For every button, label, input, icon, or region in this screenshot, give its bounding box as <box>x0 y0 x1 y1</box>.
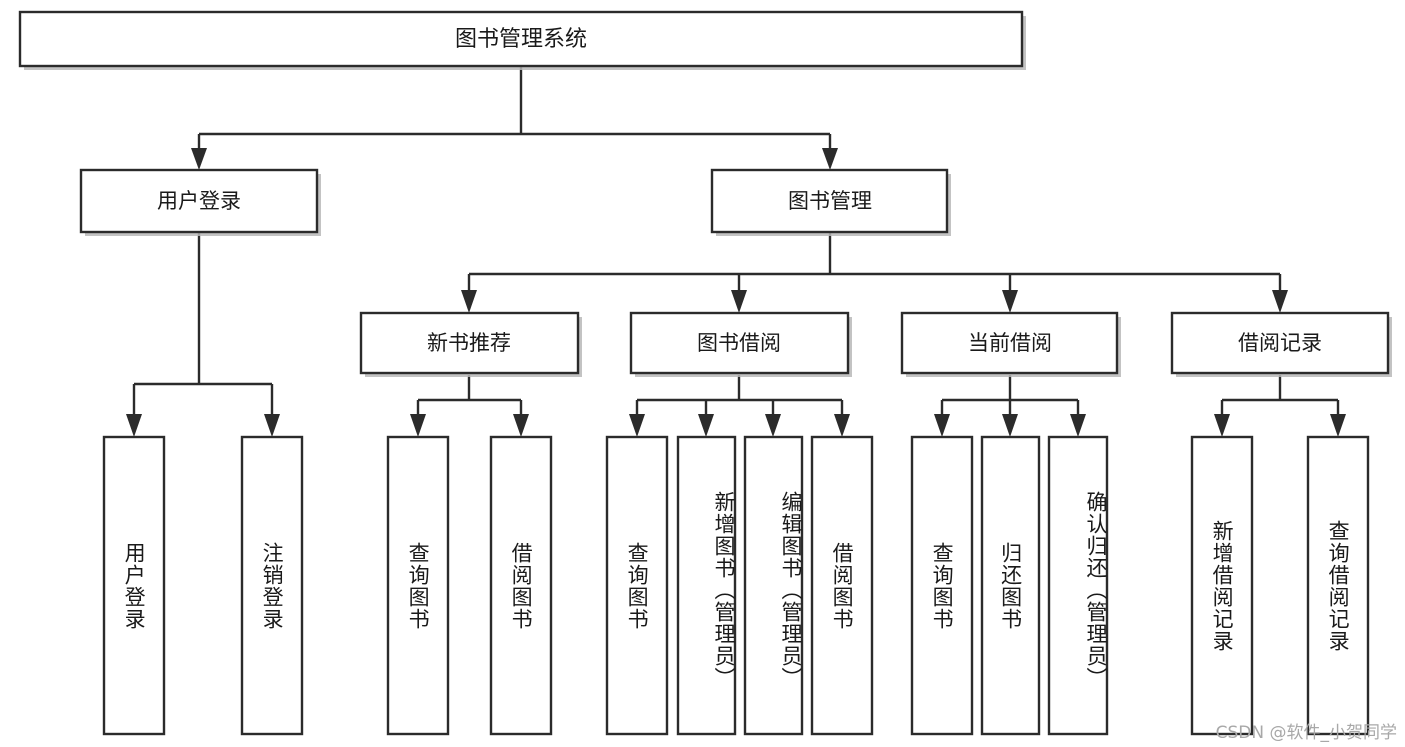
node-new-book-rec-rect[interactable] <box>359 311 580 375</box>
node-root-rect[interactable] <box>18 10 1024 68</box>
node-current-borrow-rect[interactable] <box>900 311 1119 375</box>
node-borrow-record-rect[interactable] <box>1170 311 1390 375</box>
arrow-head-leaf-add-record <box>1214 414 1230 437</box>
node-leaf-query-record-rect[interactable] <box>1306 435 1370 736</box>
node-borrow-record-label: 借阅记录 <box>1238 331 1322 355</box>
arrow-head-leaf-borrow-book-1 <box>513 414 529 437</box>
node-leaf-add-record-rect[interactable] <box>1190 435 1254 736</box>
node-new-book-rec-label: 新书推荐 <box>427 331 511 355</box>
node-current-borrow[interactable]: 当前借阅 <box>900 311 1121 377</box>
node-root-label: 图书管理系统 <box>455 27 587 52</box>
arrow-head-leaf-confirm-return <box>1070 414 1086 437</box>
node-book-borrow-label: 图书借阅 <box>697 331 781 355</box>
node-book-manage-label: 图书管理 <box>788 189 872 213</box>
node-book-manage-rect[interactable] <box>710 168 949 234</box>
leaf-box-group <box>102 435 1370 736</box>
node-root[interactable]: 图书管理系统 <box>18 10 1026 70</box>
node-book-borrow[interactable]: 图书借阅 <box>629 311 852 377</box>
arrow-head-leaf-add-book <box>698 414 714 437</box>
arrow-head-leaf-edit-book <box>765 414 781 437</box>
node-leaf-confirm-return-rect[interactable] <box>1047 435 1109 736</box>
arrow-head-leaf-user-login <box>126 414 142 437</box>
node-book-manage[interactable]: 图书管理 <box>710 168 951 236</box>
arrow-head-leaf-logout <box>264 414 280 437</box>
node-leaf-logout-rect[interactable] <box>240 435 304 736</box>
node-leaf-return-book-rect[interactable] <box>980 435 1041 736</box>
arrow-head-book-borrow <box>731 290 747 313</box>
arrow-head-leaf-borrow-book-2 <box>834 414 850 437</box>
node-leaf-query-book-2-rect[interactable] <box>605 435 669 736</box>
arrow-head-book-manage <box>822 148 838 170</box>
node-current-borrow-label: 当前借阅 <box>968 331 1052 355</box>
node-leaf-user-login-rect[interactable] <box>102 435 166 736</box>
node-borrow-record[interactable]: 借阅记录 <box>1170 311 1392 377</box>
node-user-login-label: 用户登录 <box>157 189 241 213</box>
arrow-head-leaf-return-book <box>1002 414 1018 437</box>
arrow-head-leaf-query-book-3 <box>934 414 950 437</box>
node-book-borrow-rect[interactable] <box>629 311 850 375</box>
node-user-login-rect[interactable] <box>79 168 319 234</box>
arrow-head-leaf-query-record <box>1330 414 1346 437</box>
node-user-login[interactable]: 用户登录 <box>79 168 321 236</box>
node-leaf-borrow-book-1-rect[interactable] <box>489 435 553 736</box>
arrow-head-leaf-query-book-1 <box>410 414 426 437</box>
arrow-head-user-login <box>191 148 207 170</box>
node-leaf-query-book-3-rect[interactable] <box>910 435 974 736</box>
node-leaf-query-book-1-rect[interactable] <box>386 435 450 736</box>
arrow-head-new-book-rec <box>461 290 477 313</box>
node-new-book-rec[interactable]: 新书推荐 <box>359 311 582 377</box>
arrow-head-current-borrow <box>1002 290 1018 313</box>
node-leaf-borrow-book-2-rect[interactable] <box>810 435 874 736</box>
arrow-head-borrow-record <box>1272 290 1288 313</box>
node-leaf-add-book-rect[interactable] <box>676 435 737 736</box>
watermark-text: CSDN @软件_小贺同学 <box>1215 723 1397 743</box>
arrow-head-leaf-query-book-2 <box>629 414 645 437</box>
node-leaf-edit-book-rect[interactable] <box>743 435 804 736</box>
connector-group <box>126 66 1346 437</box>
